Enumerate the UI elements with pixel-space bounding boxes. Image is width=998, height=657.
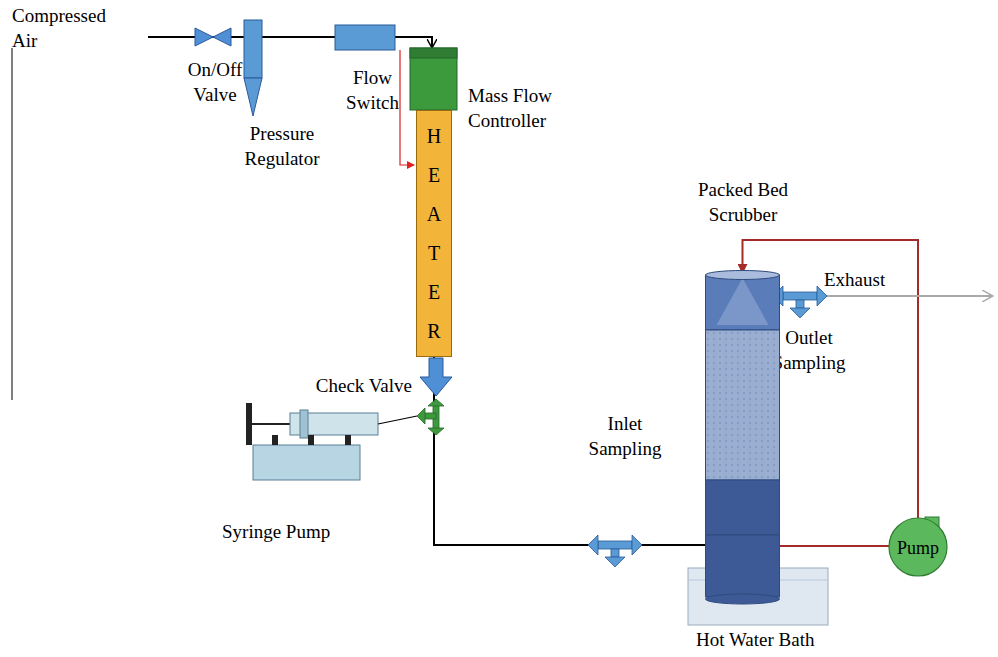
valve-symbol — [195, 28, 231, 46]
sampling-port-symbol — [773, 286, 827, 318]
flow-switch-symbol — [335, 25, 395, 50]
pump-label: Pump — [897, 538, 939, 559]
boundary-line — [12, 48, 13, 400]
part-label: Compressed Air — [12, 4, 127, 53]
part-label: Exhaust — [824, 268, 885, 293]
column-label: Packed Bed Scrubber — [683, 178, 803, 227]
part-label: Inlet Sampling — [583, 412, 667, 461]
pipe-connector — [434, 357, 705, 545]
part-label: Hot Water Bath — [696, 628, 856, 653]
scrubber-column — [705, 270, 780, 605]
part-label: Flow Switch — [335, 66, 410, 115]
heater-box: HEATER — [416, 110, 452, 357]
packed-bed-scrubber: Packed Bed Scrubber — [705, 270, 780, 605]
part-label: On/Off Valve — [175, 58, 255, 107]
part-label: Pressure Regulator — [232, 122, 332, 171]
pipe-connector — [780, 545, 889, 547]
syringe-pump-symbol — [246, 403, 417, 480]
sampling-port-symbol — [588, 535, 642, 567]
regulator-symbol — [244, 20, 262, 116]
part-label: Check Valve — [298, 374, 412, 399]
part-label: Mass Flow Controller — [468, 84, 580, 133]
heater-label: HEATER — [424, 117, 444, 351]
pump-circle: Pump — [885, 515, 951, 577]
mass-flow-controller-symbol — [410, 48, 457, 110]
junction-symbol — [417, 399, 444, 435]
check-valve-symbol — [420, 358, 452, 396]
part-label: Syringe Pump — [222, 520, 372, 545]
